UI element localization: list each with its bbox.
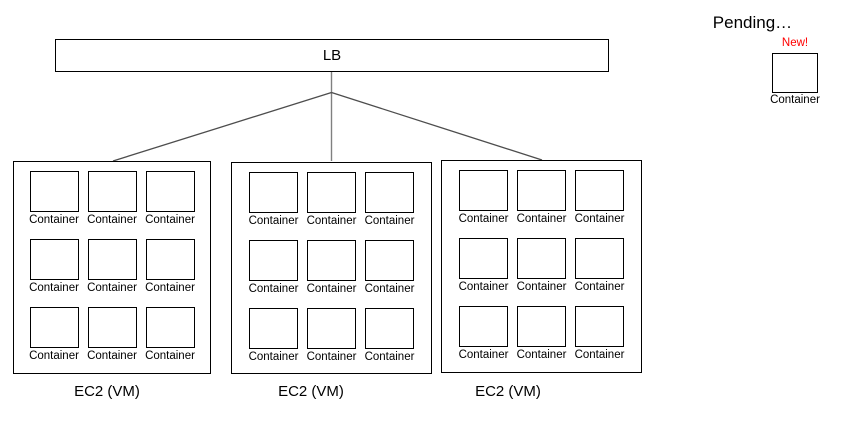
container-cell: Container bbox=[459, 306, 508, 362]
container-cell: Container bbox=[517, 170, 566, 226]
container-label: Container bbox=[306, 215, 357, 227]
container-box bbox=[249, 172, 298, 213]
container-cell: Container bbox=[365, 172, 414, 228]
container-box bbox=[145, 239, 195, 280]
container-label: Container bbox=[87, 282, 137, 294]
container-box bbox=[575, 306, 624, 347]
connector-lb-to-vm3 bbox=[331, 91, 543, 161]
container-box bbox=[249, 240, 298, 281]
container-label: Container bbox=[458, 281, 509, 293]
container-cell: Container bbox=[145, 239, 195, 295]
container-box bbox=[307, 308, 356, 349]
container-cell: Container bbox=[459, 238, 508, 294]
container-cell: Container bbox=[575, 238, 624, 294]
container-cell: Container bbox=[307, 308, 356, 364]
container-label: Container bbox=[145, 214, 195, 226]
vm-box-1: Container Container Container Container … bbox=[13, 161, 211, 374]
container-cell: Container bbox=[145, 307, 195, 363]
container-box bbox=[575, 170, 624, 211]
container-box bbox=[87, 307, 137, 348]
container-label: Container bbox=[574, 281, 625, 293]
container-box bbox=[29, 239, 79, 280]
container-cell: Container bbox=[517, 238, 566, 294]
vm1-container-grid: Container Container Container Container … bbox=[14, 162, 210, 363]
container-box bbox=[145, 171, 195, 212]
container-label: Container bbox=[364, 215, 415, 227]
vm2-container-grid: Container Container Container Container … bbox=[232, 163, 431, 364]
container-box bbox=[307, 172, 356, 213]
container-cell: Container bbox=[307, 240, 356, 296]
container-label: Container bbox=[29, 282, 79, 294]
container-box bbox=[145, 307, 195, 348]
container-box bbox=[517, 238, 566, 279]
container-box bbox=[459, 306, 508, 347]
container-box bbox=[517, 170, 566, 211]
container-cell: Container bbox=[29, 307, 79, 363]
container-label: Container bbox=[516, 281, 567, 293]
container-box bbox=[87, 171, 137, 212]
container-label: Container bbox=[87, 214, 137, 226]
container-cell: Container bbox=[249, 172, 298, 228]
container-box bbox=[365, 172, 414, 213]
container-box bbox=[307, 240, 356, 281]
container-cell: Container bbox=[87, 307, 137, 363]
container-label: Container bbox=[248, 215, 299, 227]
container-box bbox=[575, 238, 624, 279]
container-label: Container bbox=[364, 283, 415, 295]
container-label: Container bbox=[87, 350, 137, 362]
container-label: Container bbox=[458, 349, 509, 361]
container-cell: Container bbox=[29, 171, 79, 227]
container-cell: Container bbox=[517, 306, 566, 362]
container-box bbox=[29, 171, 79, 212]
container-cell: Container bbox=[29, 239, 79, 295]
pending-container-box bbox=[772, 53, 818, 93]
container-cell: Container bbox=[365, 308, 414, 364]
vm-label-3: EC2 (VM) bbox=[475, 383, 541, 400]
vm3-container-grid: Container Container Container Container … bbox=[442, 161, 641, 362]
container-label: Container bbox=[306, 351, 357, 363]
container-box bbox=[517, 306, 566, 347]
container-label: Container bbox=[248, 351, 299, 363]
load-balancer-box: LB bbox=[55, 39, 609, 72]
container-box bbox=[249, 308, 298, 349]
container-cell: Container bbox=[575, 170, 624, 226]
container-label: Container bbox=[364, 351, 415, 363]
container-box bbox=[29, 307, 79, 348]
new-badge: New! bbox=[781, 37, 809, 49]
load-balancer-label: LB bbox=[322, 47, 342, 64]
container-label: Container bbox=[516, 349, 567, 361]
container-box bbox=[459, 238, 508, 279]
container-label: Container bbox=[145, 350, 195, 362]
container-cell: Container bbox=[365, 240, 414, 296]
vm-box-2: Container Container Container Container … bbox=[231, 162, 432, 374]
container-cell: Container bbox=[459, 170, 508, 226]
container-label: Container bbox=[29, 350, 79, 362]
container-label: Container bbox=[574, 349, 625, 361]
vm-label-2: EC2 (VM) bbox=[278, 383, 344, 400]
container-label: Container bbox=[145, 282, 195, 294]
container-cell: Container bbox=[249, 308, 298, 364]
container-box bbox=[365, 240, 414, 281]
container-cell: Container bbox=[307, 172, 356, 228]
container-label: Container bbox=[29, 214, 79, 226]
container-label: Container bbox=[458, 213, 509, 225]
pending-container-label: Container bbox=[770, 94, 820, 106]
container-cell: Container bbox=[575, 306, 624, 362]
container-box bbox=[87, 239, 137, 280]
container-label: Container bbox=[574, 213, 625, 225]
container-box bbox=[365, 308, 414, 349]
container-label: Container bbox=[516, 213, 567, 225]
container-cell: Container bbox=[87, 239, 137, 295]
pending-title: Pending… bbox=[712, 13, 793, 32]
connector-lb-to-vm1 bbox=[112, 91, 332, 162]
container-cell: Container bbox=[87, 171, 137, 227]
vm-label-1: EC2 (VM) bbox=[74, 383, 140, 400]
vm-box-3: Container Container Container Container … bbox=[441, 160, 642, 373]
container-cell: Container bbox=[145, 171, 195, 227]
container-box bbox=[459, 170, 508, 211]
container-label: Container bbox=[306, 283, 357, 295]
container-label: Container bbox=[248, 283, 299, 295]
container-cell: Container bbox=[249, 240, 298, 296]
